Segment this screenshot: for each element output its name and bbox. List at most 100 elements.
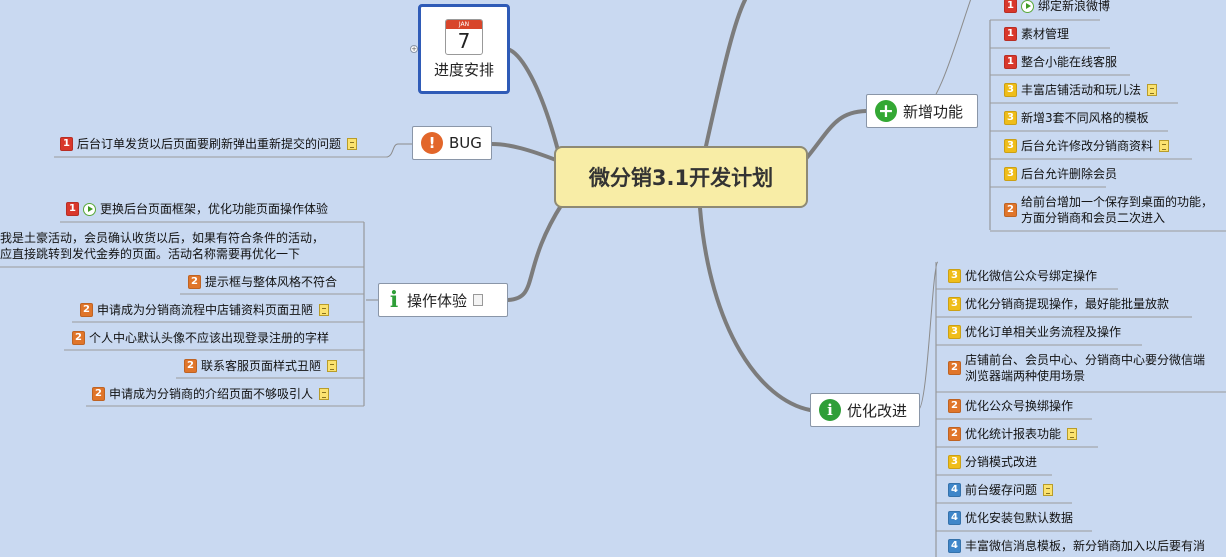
note-icon[interactable] bbox=[1043, 484, 1054, 496]
new-feature-item-8[interactable]: 2 给前台增加一个保存到桌面的功能， 方面分销商和会员二次进入 bbox=[1004, 194, 1213, 226]
optimize-item-text: 优化公众号换绑操作 bbox=[965, 399, 1074, 413]
text-line: 给前台增加一个保存到桌面的功能， bbox=[1021, 195, 1214, 209]
ux-item-5[interactable]: 2 个人中心默认头像不应该出现登录注册的字样 bbox=[72, 330, 329, 346]
optimize-item-text: 丰富微信消息模板，新分销商加入以后要有消 bbox=[965, 539, 1206, 553]
priority-3-icon: 3 bbox=[1004, 139, 1017, 153]
priority-1-icon: 1 bbox=[1004, 0, 1017, 13]
new-feature-item-text: 绑定新浪微博 bbox=[1038, 0, 1111, 13]
bug-item-text: 后台订单发货以后页面要刷新弹出重新提交的问题 bbox=[77, 137, 342, 151]
collapse-toggle-schedule[interactable]: + bbox=[410, 45, 418, 53]
topic-bug-label: BUG bbox=[449, 134, 482, 152]
priority-1-icon: 1 bbox=[1004, 27, 1017, 41]
priority-1-icon: 1 bbox=[1004, 55, 1017, 69]
plus-icon: + bbox=[875, 100, 897, 122]
priority-4-icon: 4 bbox=[948, 483, 961, 497]
new-feature-item-text: 后台允许修改分销商资料 bbox=[1021, 139, 1154, 153]
note-icon[interactable] bbox=[319, 388, 330, 400]
topic-new-features-label: 新增功能 bbox=[903, 102, 964, 121]
priority-2-icon: 2 bbox=[92, 387, 105, 401]
priority-3-icon: 3 bbox=[1004, 111, 1017, 125]
priority-3-icon: 3 bbox=[948, 455, 961, 469]
note-icon[interactable] bbox=[1067, 428, 1078, 440]
new-feature-item-7[interactable]: 3 后台允许删除会员 bbox=[1004, 166, 1117, 182]
note-icon[interactable] bbox=[1159, 140, 1170, 152]
optimize-item-text: 优化统计报表功能 bbox=[965, 427, 1062, 441]
text-line: 应直接跳转到发代金券的页面。活动名称需要再优化一下 bbox=[0, 247, 301, 261]
central-topic-title: 微分销3.1开发计划 bbox=[588, 166, 774, 190]
ux-item-text: 申请成为分销商流程中店铺资料页面丑陋 bbox=[97, 303, 314, 317]
optimize-item-text: 店铺前台、会员中心、分销商中心要分微信端 浏览器端两种使用场景 bbox=[965, 352, 1205, 384]
text-line: 方面分销商和会员二次进入 bbox=[1021, 211, 1166, 225]
optimize-item-9[interactable]: 4 优化安装包默认数据 bbox=[948, 510, 1073, 526]
priority-2-icon: 2 bbox=[184, 359, 197, 373]
priority-2-icon: 2 bbox=[1004, 203, 1017, 217]
topic-optimize[interactable]: i 优化改进 bbox=[810, 393, 920, 427]
optimize-item-text: 优化分销商提现操作，最好能批量放款 bbox=[965, 297, 1170, 311]
optimize-item-2[interactable]: 3 优化分销商提现操作，最好能批量放款 bbox=[948, 296, 1169, 312]
exclamation-icon: ! bbox=[421, 132, 443, 154]
page-icon bbox=[473, 294, 484, 306]
priority-3-icon: 3 bbox=[948, 297, 961, 311]
note-icon[interactable] bbox=[319, 304, 330, 316]
note-icon[interactable] bbox=[347, 138, 358, 150]
optimize-item-text: 前台缓存问题 bbox=[965, 483, 1038, 497]
new-feature-item-4[interactable]: 3 丰富店铺活动和玩儿法 bbox=[1004, 82, 1158, 98]
ux-item-1[interactable]: 1 更换后台页面框架，优化功能页面操作体验 bbox=[66, 201, 328, 217]
optimize-item-1[interactable]: 3 优化微信公众号绑定操作 bbox=[948, 268, 1097, 284]
topic-ux[interactable]: i 操作体验 bbox=[378, 283, 508, 317]
priority-2-icon: 2 bbox=[72, 331, 85, 345]
calendar-icon: JAN 7 bbox=[445, 18, 483, 55]
ux-item-text: 提示框与整体风格不符合 bbox=[205, 275, 338, 289]
new-feature-item-2[interactable]: 1 素材管理 bbox=[1004, 26, 1069, 42]
priority-2-icon: 2 bbox=[80, 303, 93, 317]
new-feature-item-text: 新增3套不同风格的模板 bbox=[1021, 111, 1149, 125]
topic-bug[interactable]: ! BUG bbox=[412, 126, 492, 160]
new-feature-item-text: 给前台增加一个保存到桌面的功能， 方面分销商和会员二次进入 bbox=[1021, 194, 1213, 226]
new-feature-item-3[interactable]: 1 整合小能在线客服 bbox=[1004, 54, 1117, 70]
priority-2-icon: 2 bbox=[948, 361, 961, 375]
optimize-item-10[interactable]: 4 丰富微信消息模板，新分销商加入以后要有消 bbox=[948, 538, 1205, 554]
topic-optimize-label: 优化改进 bbox=[847, 401, 908, 420]
info-icon: i bbox=[819, 399, 841, 421]
optimize-item-3[interactable]: 3 优化订单相关业务流程及操作 bbox=[948, 324, 1121, 340]
text-line: 店铺前台、会员中心、分销商中心要分微信端 bbox=[965, 353, 1206, 367]
optimize-item-4[interactable]: 2 店铺前台、会员中心、分销商中心要分微信端 浏览器端两种使用场景 bbox=[948, 352, 1205, 384]
topic-ux-label: 操作体验 bbox=[407, 291, 468, 310]
topic-schedule[interactable]: JAN 7 进度安排 bbox=[418, 4, 510, 94]
ux-item-text: 联系客服页面样式丑陋 bbox=[201, 359, 322, 373]
priority-3-icon: 3 bbox=[1004, 167, 1017, 181]
priority-1-icon: 1 bbox=[60, 137, 73, 151]
priority-3-icon: 3 bbox=[1004, 83, 1017, 97]
ux-item-7[interactable]: 2 申请成为分销商的介绍页面不够吸引人 bbox=[92, 386, 330, 402]
ux-item-text: 申请成为分销商的介绍页面不够吸引人 bbox=[109, 387, 314, 401]
priority-2-icon: 2 bbox=[948, 399, 961, 413]
new-feature-item-6[interactable]: 3 后台允许修改分销商资料 bbox=[1004, 138, 1170, 154]
new-feature-item-text: 素材管理 bbox=[1021, 27, 1070, 41]
optimize-item-text: 优化订单相关业务流程及操作 bbox=[965, 325, 1122, 339]
calendar-month: JAN bbox=[446, 19, 482, 29]
ux-item-4[interactable]: 2 申请成为分销商流程中店铺资料页面丑陋 bbox=[80, 302, 330, 318]
note-icon[interactable] bbox=[327, 360, 338, 372]
topic-new-features[interactable]: + 新增功能 bbox=[866, 94, 978, 128]
note-icon[interactable] bbox=[1147, 84, 1158, 96]
central-topic[interactable]: 微分销3.1开发计划 bbox=[554, 146, 808, 208]
optimize-item-6[interactable]: 2 优化统计报表功能 bbox=[948, 426, 1078, 442]
optimize-item-5[interactable]: 2 优化公众号换绑操作 bbox=[948, 398, 1073, 414]
play-icon bbox=[1021, 0, 1034, 13]
new-feature-item-text: 丰富店铺活动和玩儿法 bbox=[1021, 83, 1142, 97]
ux-item-3[interactable]: 2 提示框与整体风格不符合 bbox=[188, 274, 337, 290]
ux-item-text: 个人中心默认头像不应该出现登录注册的字样 bbox=[89, 331, 330, 345]
ux-item-6[interactable]: 2 联系客服页面样式丑陋 bbox=[184, 358, 338, 374]
optimize-item-8[interactable]: 4 前台缓存问题 bbox=[948, 482, 1054, 498]
new-feature-item-text: 后台允许删除会员 bbox=[1021, 167, 1118, 181]
bug-item-1[interactable]: 1 后台订单发货以后页面要刷新弹出重新提交的问题 bbox=[60, 136, 358, 152]
play-icon bbox=[83, 202, 96, 216]
new-feature-item-5[interactable]: 3 新增3套不同风格的模板 bbox=[1004, 110, 1149, 126]
priority-4-icon: 4 bbox=[948, 539, 961, 553]
new-feature-item-1[interactable]: 1 绑定新浪微博 bbox=[1004, 0, 1110, 14]
optimize-item-7[interactable]: 3 分销模式改进 bbox=[948, 454, 1037, 470]
ux-item-text: 我是土豪活动，会员确认收货以后，如果有符合条件的活动， 应直接跳转到发代金券的页… bbox=[0, 230, 324, 262]
ux-item-2[interactable]: 我是土豪活动，会员确认收货以后，如果有符合条件的活动， 应直接跳转到发代金券的页… bbox=[0, 230, 324, 262]
